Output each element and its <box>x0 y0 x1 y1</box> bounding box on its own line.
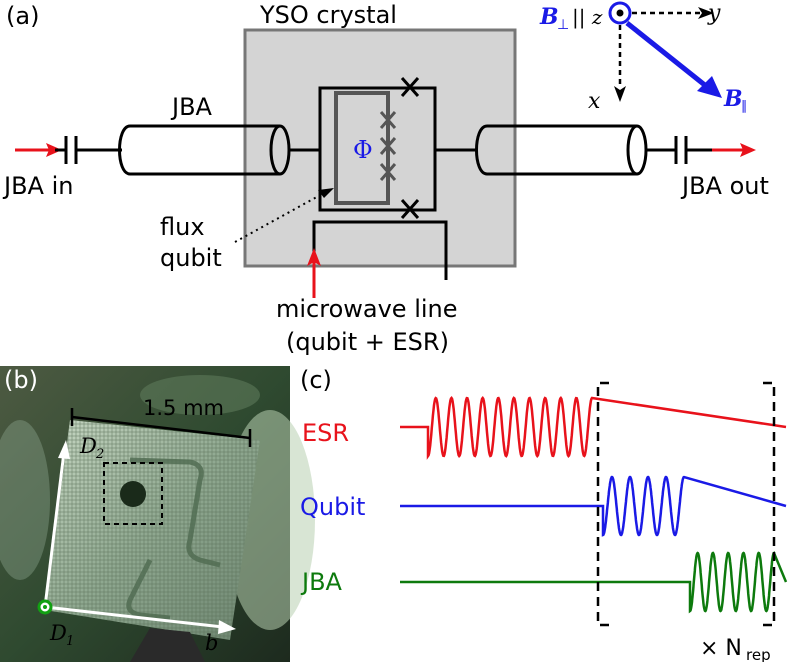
channel-jba-label: JBA <box>300 568 343 596</box>
flux-label: flux <box>160 213 205 241</box>
svg-text:∥: ∥ <box>741 99 748 114</box>
scale-label: 1.5 mm <box>143 396 224 420</box>
jba-pulse-trace <box>400 551 788 614</box>
microwave-line-sub: (qubit + ESR) <box>286 328 449 356</box>
junction-crosses <box>400 77 420 219</box>
panel-c: (c) ESR Qubit JBA × N rep <box>300 366 788 662</box>
channel-qubit-label: Qubit <box>300 493 365 521</box>
d1-label: D <box>49 621 67 645</box>
jba-label: JBA <box>170 93 213 121</box>
y-axis-label: y <box>707 1 721 26</box>
x-axis-label: x <box>588 89 601 114</box>
zoom-box <box>103 462 163 525</box>
d2-label: D <box>79 434 97 458</box>
svg-text:⊥: ⊥ <box>557 17 569 33</box>
panel-a: (a) YSO crystal JBA in JBA <box>2 1 769 356</box>
b-perp-relation: || z <box>572 5 603 30</box>
esr-pulse-trace <box>400 395 787 460</box>
yso-crystal <box>243 28 517 268</box>
crystal-label: YSO crystal <box>259 1 397 29</box>
svg-text:1: 1 <box>66 634 74 649</box>
repeat-bracket <box>596 381 776 627</box>
qubit-pulse-trace <box>400 475 787 537</box>
crystal-axes: D 2 D 1 b <box>37 434 236 655</box>
jba-cylinder-left <box>118 124 291 176</box>
qubit-label: qubit <box>160 244 222 272</box>
flux-qubit-circuit <box>318 86 478 212</box>
jba-in-label: JBA in <box>2 172 73 200</box>
panel-b-label: (b) <box>4 366 38 394</box>
microwave-arrowhead <box>307 248 321 266</box>
svg-text:rep: rep <box>746 646 771 662</box>
panel-c-label: (c) <box>300 366 332 394</box>
b-parallel-arrow <box>697 76 722 98</box>
channel-esr-label: ESR <box>302 419 349 447</box>
svg-text:2: 2 <box>95 447 104 462</box>
panel-b: (b) 1.5 mm D 2 D 1 b <box>0 366 315 662</box>
b-parallel-label: B <box>723 86 743 112</box>
field-axes: B ⊥ || z y x B ∥ <box>539 1 748 114</box>
phi-symbol: Φ <box>353 136 373 164</box>
repeat-label: × N <box>700 636 742 661</box>
flux-qubit-pointer <box>234 192 325 243</box>
microwave-line-label: microwave line <box>276 295 458 323</box>
jba-out-label: JBA out <box>680 172 769 200</box>
scale-bar <box>71 415 251 440</box>
jba-in-arrowhead <box>46 143 62 157</box>
b-axis-label: b <box>205 631 218 655</box>
panel-a-label: (a) <box>6 2 39 30</box>
b-perp-label: B <box>539 4 559 30</box>
